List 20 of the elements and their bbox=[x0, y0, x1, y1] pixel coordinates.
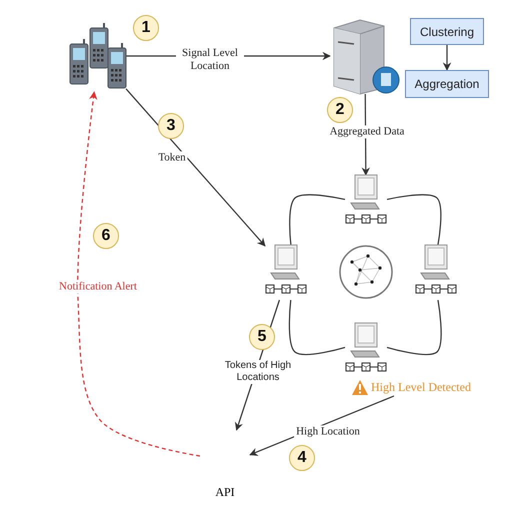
step-number: 2 bbox=[327, 97, 353, 123]
process-box: Clustering bbox=[410, 18, 484, 45]
process-box: Aggregation bbox=[405, 70, 489, 98]
edge-label: High Location bbox=[294, 425, 362, 439]
step-number: 6 bbox=[93, 223, 119, 249]
alert-text: High Level Detected bbox=[371, 380, 471, 394]
connector-line bbox=[289, 194, 346, 246]
node-text: API bbox=[214, 485, 236, 500]
step-number: 5 bbox=[249, 324, 275, 350]
connector-line bbox=[288, 300, 346, 356]
edge-label: Notification Alert bbox=[57, 280, 139, 294]
step-number: 4 bbox=[289, 445, 315, 471]
arrow bbox=[442, 45, 452, 71]
step-number: 3 bbox=[158, 113, 184, 139]
connector-line bbox=[386, 300, 442, 356]
arrow bbox=[126, 88, 266, 247]
edge-label: Aggregated Data bbox=[328, 125, 406, 139]
connector-line bbox=[386, 194, 442, 246]
step-number: 1 bbox=[133, 15, 159, 41]
arrow bbox=[77, 91, 200, 457]
